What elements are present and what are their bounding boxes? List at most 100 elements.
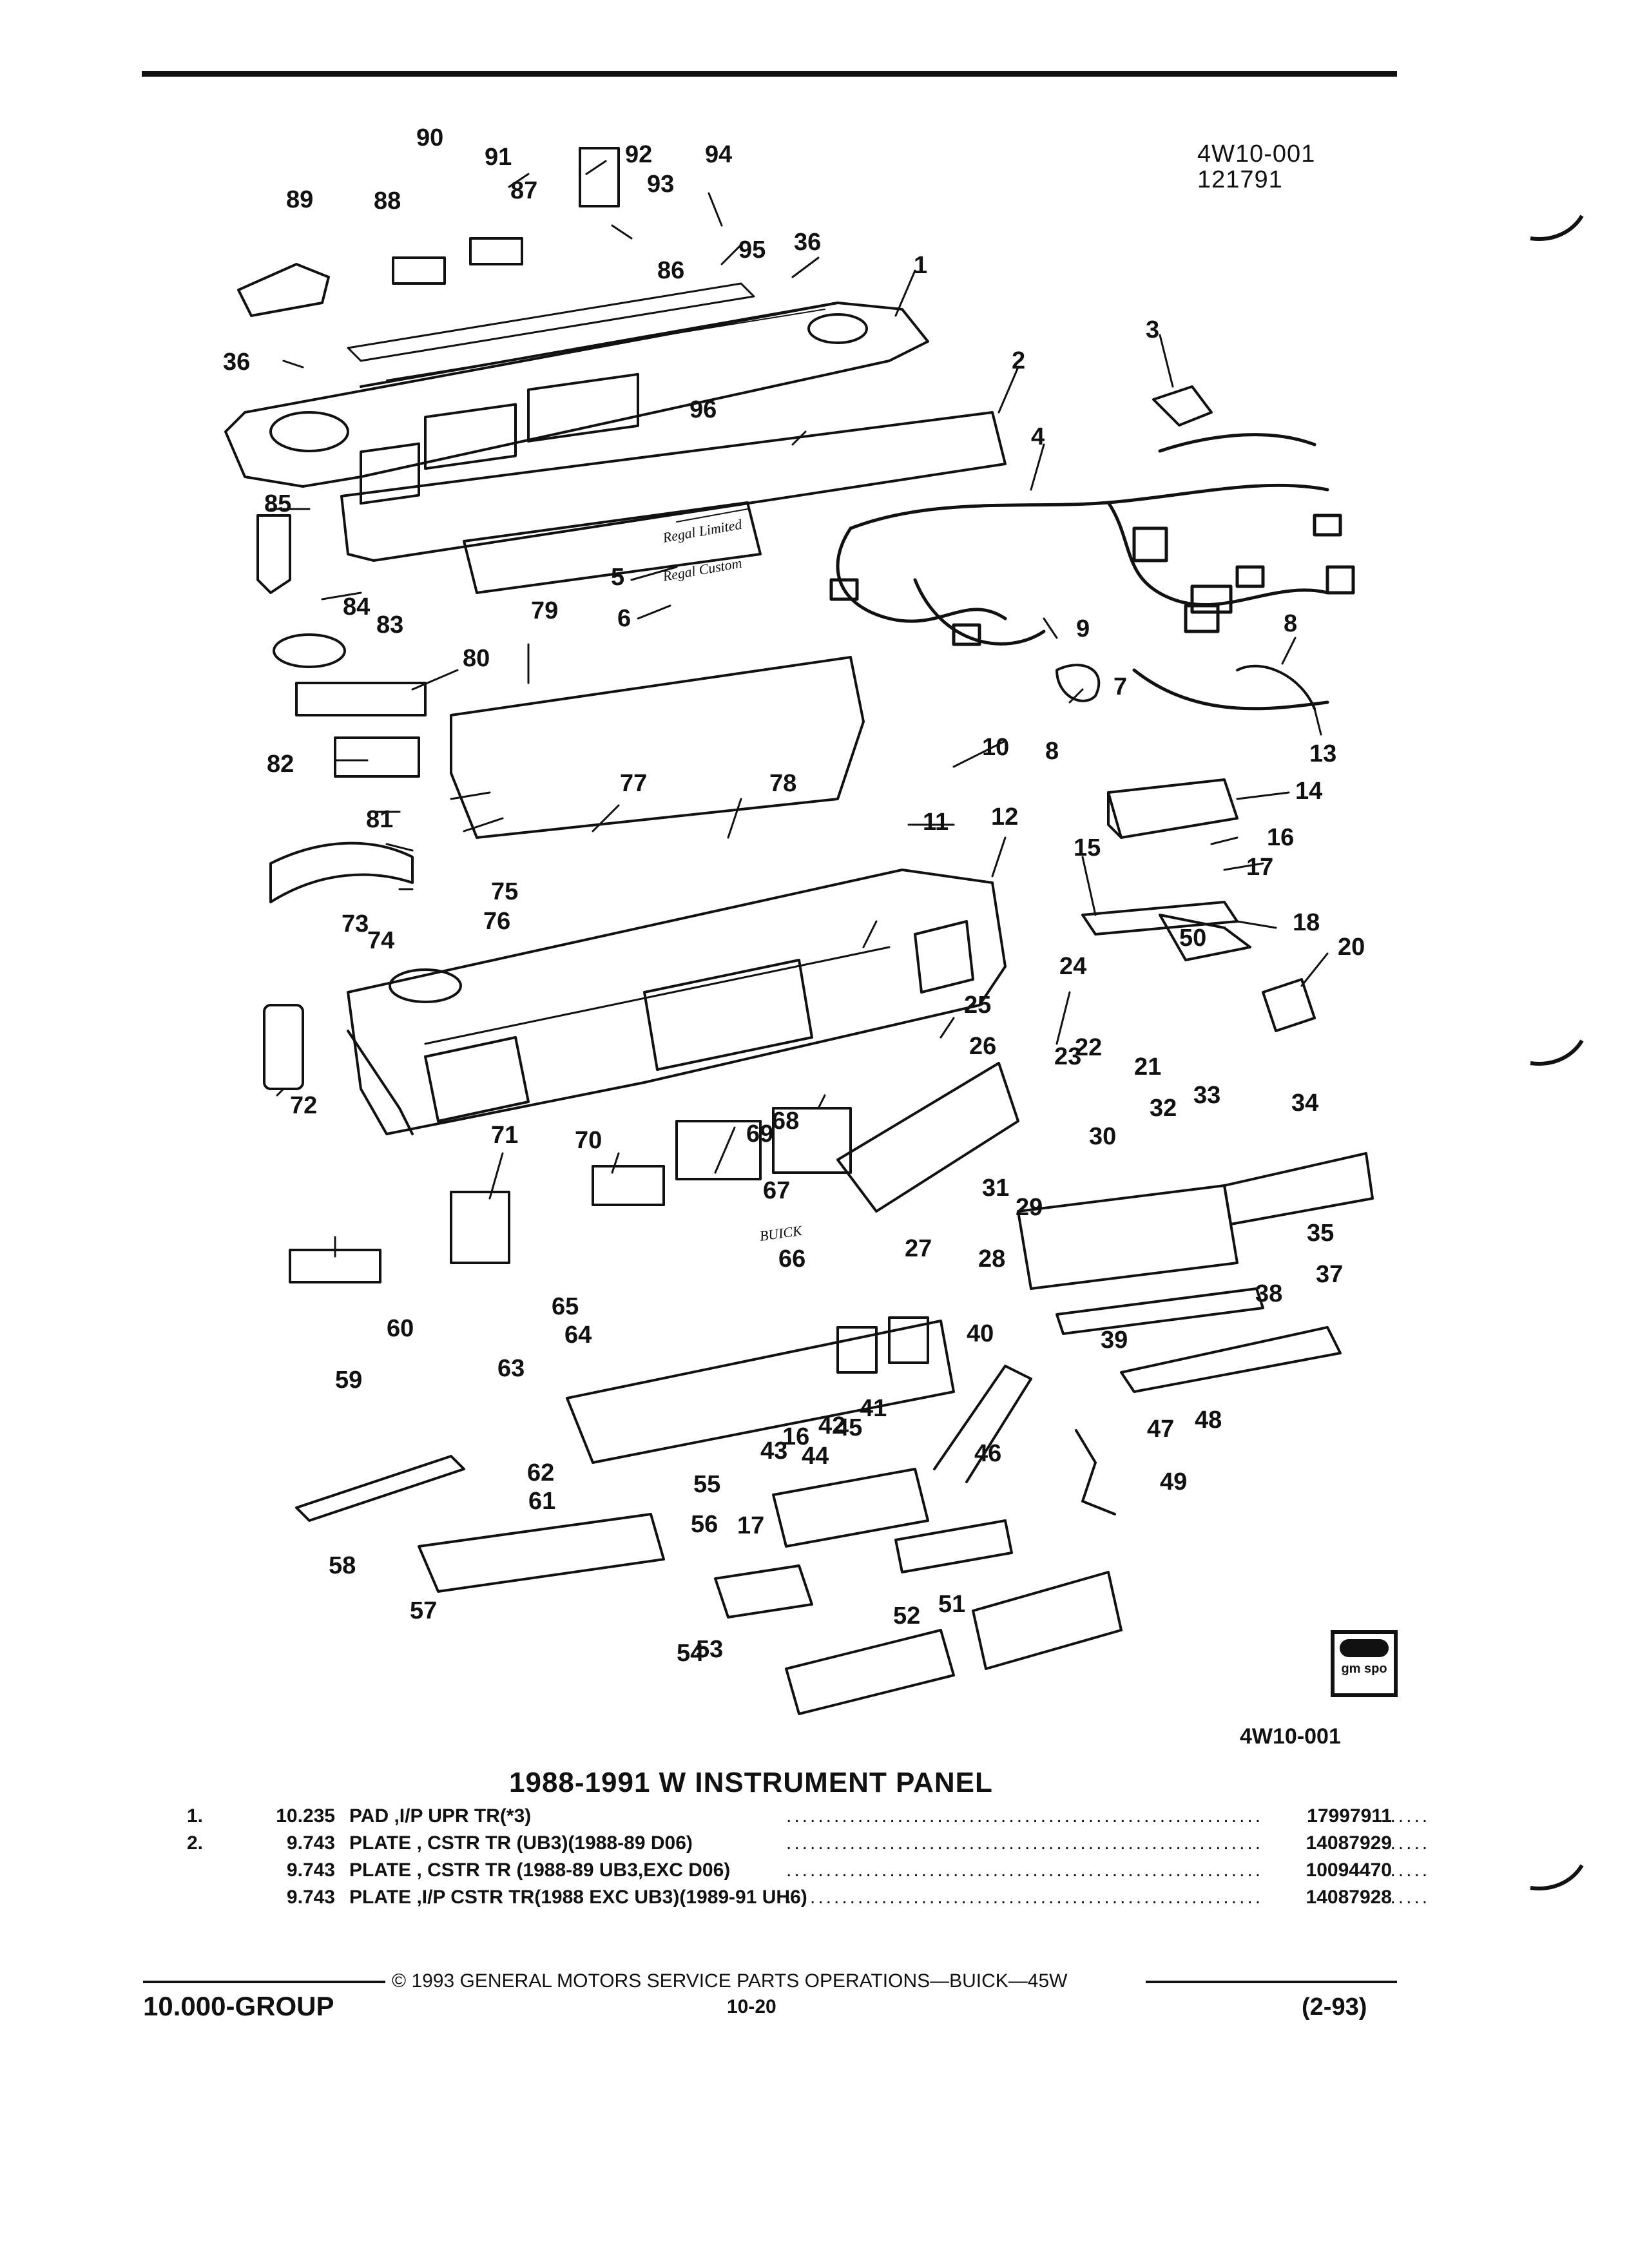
- part-air-ducts: [269, 656, 865, 903]
- part-bezel: [592, 1165, 665, 1206]
- callout-label: 78: [769, 770, 797, 797]
- callout-label: 33: [1193, 1082, 1221, 1109]
- gm-spo-logo: gm spo: [1331, 1630, 1398, 1697]
- catalog-code: 9.743: [286, 1887, 335, 1908]
- callout-label: 28: [978, 1245, 1006, 1273]
- callout-label: 64: [564, 1321, 592, 1349]
- callout-label: 5: [611, 564, 625, 591]
- part-cover: [237, 263, 330, 317]
- callout-label: 17: [1246, 854, 1274, 881]
- callout-label: 14: [1295, 778, 1323, 805]
- part-description: PLATE ,I/P CSTR TR(1988 EXC UB3)(1989-91…: [349, 1887, 807, 1908]
- callout-label: 41: [860, 1395, 887, 1422]
- group-label: 10.000-GROUP: [143, 1991, 334, 2021]
- callout-label: 46: [974, 1440, 1002, 1467]
- callout-label: 8: [1045, 738, 1059, 765]
- part-connector: [1152, 385, 1213, 427]
- part-bracket: [1081, 901, 1239, 936]
- part-module: [392, 256, 446, 285]
- part-sensor: [579, 147, 620, 207]
- part-sound-insulator: [418, 1513, 665, 1593]
- part-console: [836, 1062, 1019, 1213]
- callout-label: 71: [491, 1122, 519, 1149]
- callout-label: 24: [1059, 953, 1087, 980]
- part-trim-strip: [1055, 1287, 1264, 1335]
- callout-label: 50: [1179, 925, 1207, 952]
- part-insulator-strip: [295, 1455, 465, 1522]
- part-lower-panel: [785, 1629, 955, 1715]
- callout-label: 92: [625, 141, 653, 168]
- callout-label: 70: [575, 1127, 602, 1154]
- part-ashtray: [714, 1564, 813, 1619]
- callout-label: 45: [835, 1414, 863, 1441]
- callout-label: 21: [1134, 1053, 1162, 1081]
- callout-label: 43: [760, 1437, 788, 1465]
- callout-label: 82: [267, 751, 294, 778]
- callout-label: 16: [782, 1423, 810, 1450]
- callout-label: 93: [647, 171, 675, 198]
- callout-label: 7: [1113, 673, 1128, 700]
- part-body-module: [1107, 778, 1239, 839]
- binding-mark: [1530, 1039, 1584, 1066]
- callout-label: 15: [1074, 834, 1101, 861]
- callout-label: 87: [510, 177, 538, 204]
- part-support-bracket: [933, 1365, 1032, 1483]
- part-number: 10094470: [1263, 1858, 1392, 1883]
- callout-label: 29: [1016, 1194, 1043, 1221]
- badge-label: Regal Custom: [661, 555, 744, 584]
- callout-label: 60: [387, 1315, 414, 1342]
- callout-label: 22: [1075, 1034, 1103, 1061]
- callout-label: 37: [1316, 1261, 1344, 1288]
- callout-label: 63: [497, 1355, 525, 1382]
- callout-label: 20: [1338, 934, 1365, 961]
- part-bracket: [1262, 978, 1316, 1032]
- binding-mark: [1530, 215, 1584, 241]
- callout-label: 68: [772, 1108, 800, 1135]
- callout-label: 72: [290, 1092, 318, 1119]
- callout-label: 58: [329, 1552, 356, 1579]
- callout-label: 56: [691, 1511, 718, 1538]
- badge-label: Regal Limited: [661, 516, 744, 546]
- callout-label: 36: [223, 349, 251, 376]
- part-lower-trim-panel: [566, 1316, 955, 1464]
- item-number: 2.: [187, 1832, 204, 1854]
- callout-label: 53: [696, 1636, 724, 1663]
- callout-label: 48: [1195, 1407, 1222, 1434]
- callout-label: 44: [802, 1443, 829, 1470]
- callout-label: 85: [264, 490, 292, 517]
- callout-label: 47: [1147, 1416, 1175, 1443]
- callout-label: 16: [1267, 824, 1295, 851]
- page-number: 10-20: [727, 1996, 776, 2017]
- callout-label: 62: [527, 1459, 555, 1486]
- part-harness-lead: [1236, 664, 1316, 710]
- part-control-bezel: [894, 1519, 1013, 1573]
- part-harness-loop: [1055, 664, 1101, 702]
- callout-label: 31: [982, 1175, 1010, 1202]
- callout-label: 3: [1146, 316, 1160, 343]
- callout-label: 88: [374, 187, 401, 215]
- callout-label: 94: [705, 141, 733, 168]
- callout-label: 66: [778, 1245, 806, 1273]
- part-description: PLATE , CSTR TR (1988-89 UB3,EXC D06): [349, 1860, 731, 1881]
- callout-label: 80: [463, 645, 490, 672]
- callout-label: 69: [746, 1120, 774, 1148]
- revision-date: (2-93): [1302, 1994, 1367, 2021]
- callout-label: 17: [737, 1512, 765, 1539]
- callout-label: 9: [1076, 615, 1090, 642]
- part-bracket: [256, 514, 291, 594]
- callout-label: 6: [617, 605, 631, 632]
- callout-label: 65: [552, 1293, 579, 1320]
- callout-label: 89: [286, 186, 314, 213]
- part-control: [675, 1120, 762, 1180]
- callout-label: 51: [938, 1591, 966, 1618]
- part-climate-control: [772, 1468, 929, 1548]
- callout-label: 12: [991, 803, 1019, 831]
- parts-row: 2. 9.743 PLATE , CSTR TR (UB3)(1988-89 D…: [187, 1831, 1427, 1856]
- part-switch: [450, 1191, 510, 1264]
- diagram-code: 4W10-001: [1240, 1724, 1341, 1749]
- callout-label: 83: [376, 611, 404, 639]
- callout-label: 90: [416, 124, 444, 151]
- part-cluster-trim-plate: [340, 372, 1007, 594]
- footer-rule-left: [143, 1981, 385, 1983]
- part-number: 14087928: [1263, 1885, 1392, 1910]
